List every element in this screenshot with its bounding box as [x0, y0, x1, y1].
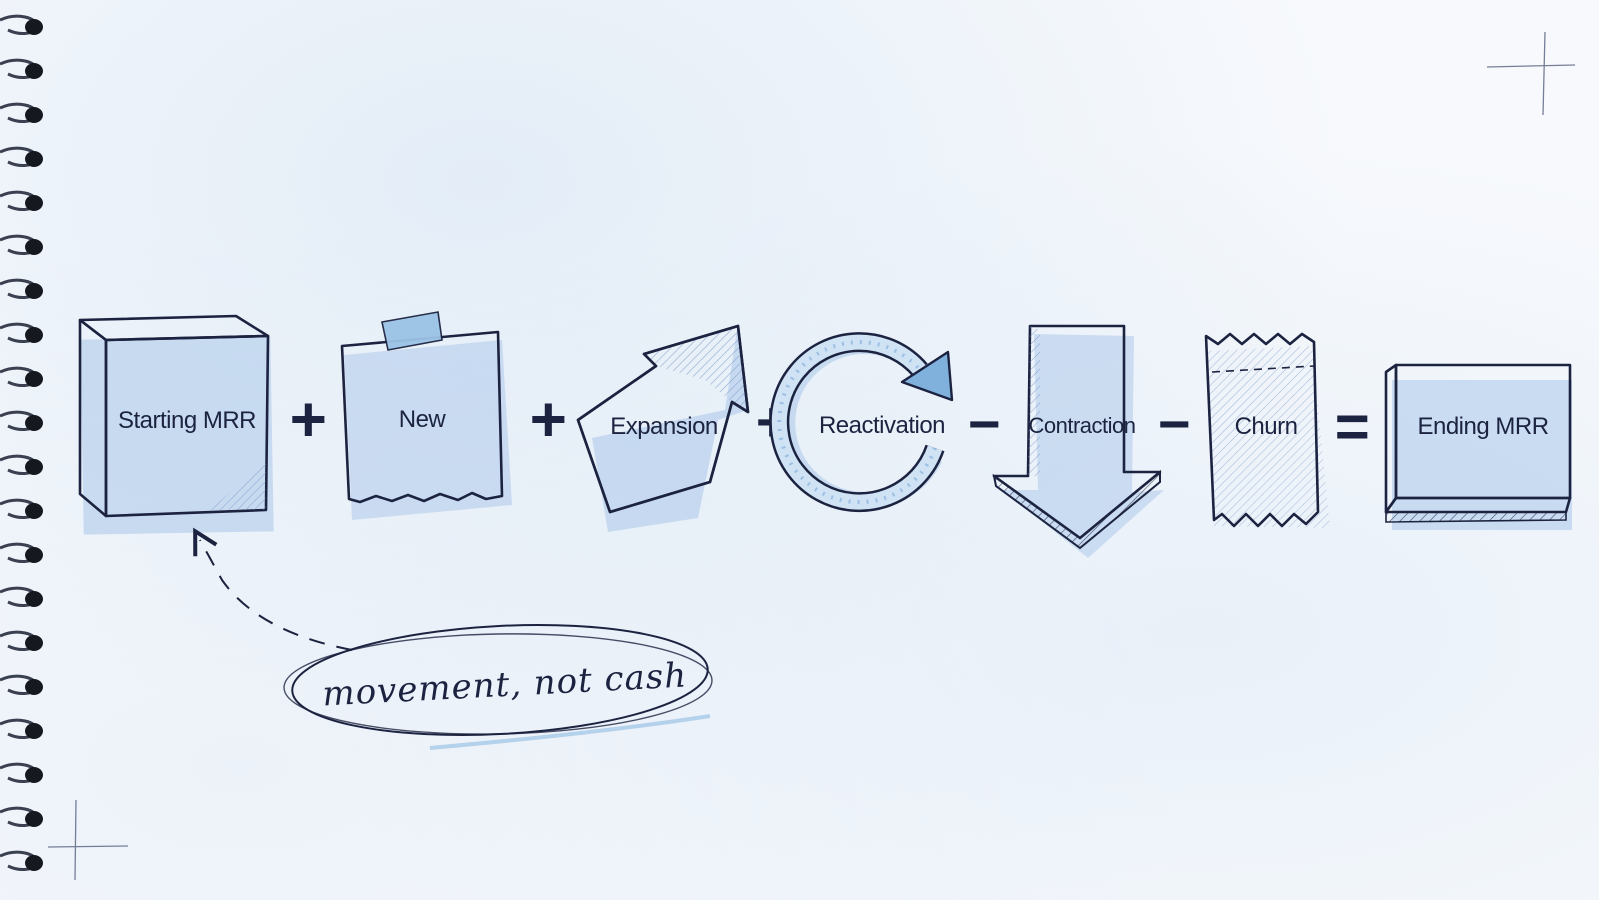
binding-hole [25, 415, 43, 431]
crop-mark-top-right-icon [1486, 31, 1576, 116]
annotation-callout: movement, not cash [200, 540, 713, 750]
binding-hole [25, 591, 43, 607]
node-label-reactivation: Reactivation [819, 412, 945, 439]
binding-hole [25, 679, 43, 695]
binding-hole [25, 547, 43, 563]
operator-symbol: + [530, 383, 567, 455]
node-reactivation: Reactivation [769, 332, 954, 513]
node-new: New [340, 311, 512, 520]
binding-hole [25, 195, 43, 211]
operator-symbol: + [290, 383, 327, 455]
binding-hole [25, 855, 43, 871]
operator-equals: = [1335, 393, 1370, 460]
binding-hole [25, 107, 43, 123]
binding-hole [25, 723, 43, 739]
binding-hole [25, 19, 43, 35]
annotation-text: movement, not cash [321, 655, 688, 714]
node-ending-mrr: Ending MRR [1384, 363, 1572, 530]
node-label-contraction: Contraction [1028, 413, 1135, 438]
operator-symbol: − [968, 392, 1000, 455]
operator-minus-2: − [1158, 392, 1191, 455]
node-label-expansion: Expansion [610, 413, 718, 440]
binding-hole [25, 327, 43, 343]
node-label-ending-mrr: Ending MRR [1417, 413, 1548, 440]
node-label-churn: Churn [1235, 413, 1298, 440]
crop-mark-bottom-left-icon [47, 799, 129, 881]
node-label-new: New [399, 406, 447, 433]
binding-hole [25, 239, 43, 255]
node-starting-mrr: Starting MRR [78, 314, 274, 535]
node-label-starting-mrr: Starting MRR [118, 407, 256, 434]
binding-hole [25, 459, 43, 475]
operator-minus-1: − [968, 392, 1001, 455]
operator-plus-2: + [530, 383, 567, 455]
binding-hole [25, 503, 43, 519]
node-contraction: Contraction [992, 324, 1164, 558]
binding-hole [25, 283, 43, 299]
operator-symbol: = [1335, 393, 1370, 460]
binding-hole [25, 635, 43, 651]
binding-hole [25, 63, 43, 79]
operator-plus-1: + [290, 383, 327, 455]
binding-hole [25, 767, 43, 783]
binding-hole [25, 151, 43, 167]
node-churn: Churn [1204, 332, 1330, 528]
operator-symbol: − [1158, 392, 1190, 455]
node-expansion: Expansion [576, 324, 750, 532]
binding-hole [25, 371, 43, 387]
spiral-binding-icon [0, 14, 43, 871]
binding-hole [25, 811, 43, 827]
